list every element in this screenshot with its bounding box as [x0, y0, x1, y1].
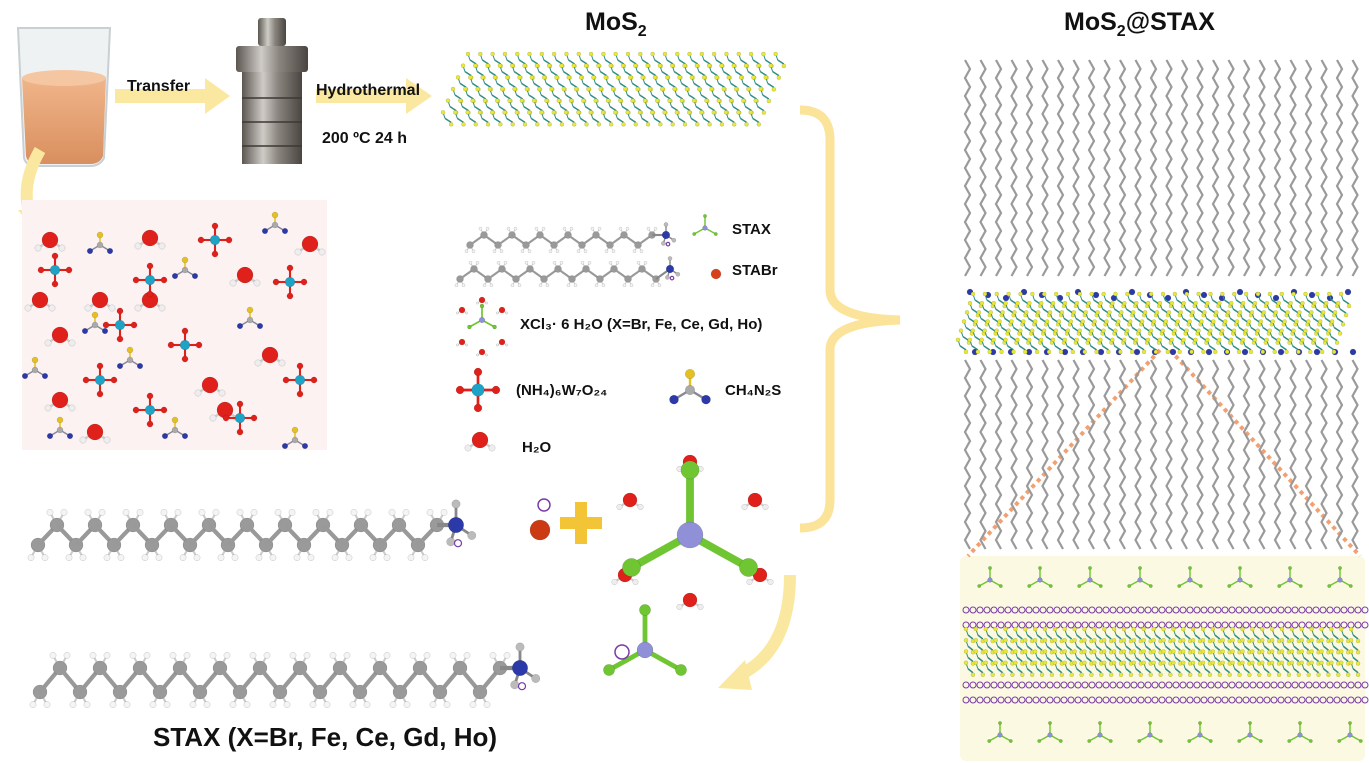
legend-water-molecule — [464, 431, 496, 452]
legend-thiourea: CH₄N₂S — [725, 382, 782, 399]
mos2-stax-title: MoS2@STAX — [1064, 8, 1215, 40]
legend-stax: STAX — [732, 221, 771, 238]
inset-anion — [1027, 566, 1053, 588]
inset-anion — [977, 566, 1003, 588]
hydrothermal-label: Hydrothermal — [316, 82, 421, 99]
inset-anion — [1237, 721, 1263, 743]
stax-molecule — [29, 642, 541, 708]
legend-ammonium-tungstate: (NH₄)₆W₇O₂₄ — [516, 382, 608, 399]
inset-anion — [1337, 721, 1363, 743]
negative-charge-icon — [614, 644, 630, 660]
legend-stax-molecule — [464, 222, 677, 254]
legend-br-anion — [710, 268, 722, 280]
legend-xcl3-core — [467, 303, 497, 330]
inset-anion — [1127, 566, 1153, 588]
interlayer-inset — [960, 556, 1365, 761]
legend-stax-anion — [692, 214, 718, 236]
legend-stabr-molecule — [454, 256, 681, 288]
transfer-arrow — [115, 78, 230, 114]
inset-anion — [1077, 566, 1103, 588]
stabr-molecule — [27, 499, 477, 561]
precursor-mixture — [21, 200, 327, 450]
beaker-icon — [16, 27, 112, 167]
inset-anion — [1037, 721, 1063, 743]
xcl3-core — [622, 460, 758, 577]
inset-anion — [1327, 566, 1353, 588]
bracket — [799, 105, 901, 533]
inset-anion — [987, 721, 1013, 743]
hydrothermal-arrow — [316, 78, 432, 114]
legend-water: H₂O — [522, 439, 552, 456]
inset-layers — [962, 606, 1369, 704]
inset-anion — [1087, 721, 1113, 743]
legend-tungstate-molecule — [455, 367, 501, 413]
mos2-title: MoS2 — [585, 8, 647, 40]
transfer-label: Transfer — [127, 78, 191, 95]
mos2-sheet — [440, 51, 787, 127]
inset-anion — [1187, 721, 1213, 743]
inset-anion — [1227, 566, 1253, 588]
curved-arrow — [737, 574, 796, 681]
bromide-ion — [529, 498, 551, 541]
plus-icon — [560, 502, 602, 544]
mos2-stax-sheet — [955, 291, 1352, 355]
inset-anion — [1137, 721, 1163, 743]
inset-anion — [1277, 566, 1303, 588]
inset-mos2 — [963, 626, 1361, 677]
stax-label: STAX (X=Br, Fe, Ce, Gd, Ho) — [153, 722, 498, 752]
legend-xcl3-molecule — [456, 296, 508, 357]
zoom-guides — [966, 348, 1362, 558]
conditions-label: 200 ºC 24 h — [322, 130, 407, 147]
inset-anion — [1177, 566, 1203, 588]
legend-xcl3: XCl₃· 6 H₂O (X=Br, Fe, Ce, Gd, Ho) — [520, 316, 763, 333]
curved-arrow-head — [718, 660, 752, 690]
autoclave-icon — [236, 18, 308, 164]
legend-thiourea-molecule — [669, 368, 711, 405]
stax-anion — [603, 604, 687, 676]
inset-anion — [1287, 721, 1313, 743]
legend-stabr: STABr — [732, 262, 778, 279]
